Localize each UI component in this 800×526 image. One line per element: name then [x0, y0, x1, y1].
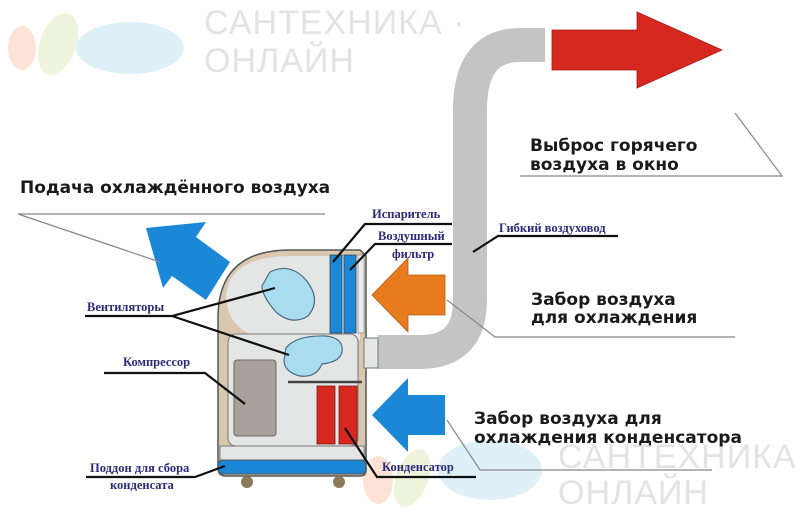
label-condenser: Конденсатор — [382, 460, 454, 474]
drain-pan — [217, 459, 367, 475]
leader-duct — [472, 234, 618, 253]
heading-hot-air-line1: Выброс горячего — [530, 136, 697, 156]
wheel-right — [333, 476, 345, 488]
leader-evaporator — [332, 222, 452, 263]
hot-air-arrow — [551, 11, 723, 89]
fan-lower — [283, 335, 343, 377]
flexible-duct — [378, 28, 545, 369]
label-drain-pan-line1: Поддон для сбора — [90, 461, 190, 475]
logo-blob-green — [37, 13, 79, 75]
intake-air-arrow — [371, 257, 446, 333]
leader-intake-condenser — [446, 419, 712, 471]
heading-leaders — [17, 112, 784, 471]
leader-drain-pan — [86, 464, 226, 479]
leader-hot-air — [520, 112, 784, 177]
logo-blob-blue — [76, 22, 184, 74]
logo-blob-orange — [8, 26, 36, 70]
heading-intake-cooling-line2: для охлаждения — [531, 308, 697, 328]
watermark-text-line2: ОНЛАЙН — [558, 474, 709, 512]
duct-connector — [363, 337, 379, 369]
fan-upper — [261, 267, 316, 321]
leader-compressor — [104, 371, 246, 405]
label-compressor: Компрессор — [123, 355, 190, 369]
ac-unit — [217, 249, 379, 488]
condenser-block-1 — [316, 385, 336, 445]
compressor — [233, 359, 277, 437]
condenser-block-2 — [338, 385, 358, 445]
filter-frame — [357, 254, 365, 334]
wheel-left — [241, 476, 253, 488]
condenser-intake-arrow — [372, 378, 445, 452]
heading-hot-air-line2: воздуха в окно — [530, 155, 679, 175]
bottom-panel — [219, 445, 365, 461]
watermark-text-line1: САНТЕХНИКА · — [204, 4, 465, 42]
leader-cool-air — [17, 213, 325, 263]
heading-intake-condenser-line2: охлаждения конденсатора — [474, 428, 742, 448]
label-fans: Вентиляторы — [87, 300, 164, 314]
label-evaporator: Испаритель — [372, 207, 441, 221]
watermark-text-line2: ОНЛАЙН — [204, 42, 355, 80]
cool-air-arrow — [146, 222, 230, 300]
evaporator — [329, 254, 343, 334]
watermark-logo-bottom: САНТЕХНИКА · ОНЛАЙН — [363, 438, 800, 512]
label-drain-pan-line2: конденсата — [110, 478, 174, 492]
leader-intake-cooling — [446, 299, 735, 338]
heading-intake-condenser-line1: Забор воздуха для — [474, 409, 662, 429]
component-leaders — [85, 222, 618, 479]
leader-air-filter — [349, 242, 452, 271]
heading-cool-air: Подача охлаждённого воздуха — [20, 178, 330, 198]
heading-intake-cooling-line1: Забор воздуха — [531, 290, 676, 310]
leader-condenser — [344, 427, 476, 479]
watermark-logo-top: САНТЕХНИКА · ОНЛАЙН — [8, 4, 465, 80]
air-filter — [343, 254, 357, 334]
label-flexible-duct: Гибкий воздуховод — [499, 221, 606, 235]
label-air-filter-line2: фильтр — [392, 247, 434, 261]
leader-fan-lower — [171, 314, 290, 357]
label-air-filter-line1: Воздушный — [378, 229, 445, 243]
